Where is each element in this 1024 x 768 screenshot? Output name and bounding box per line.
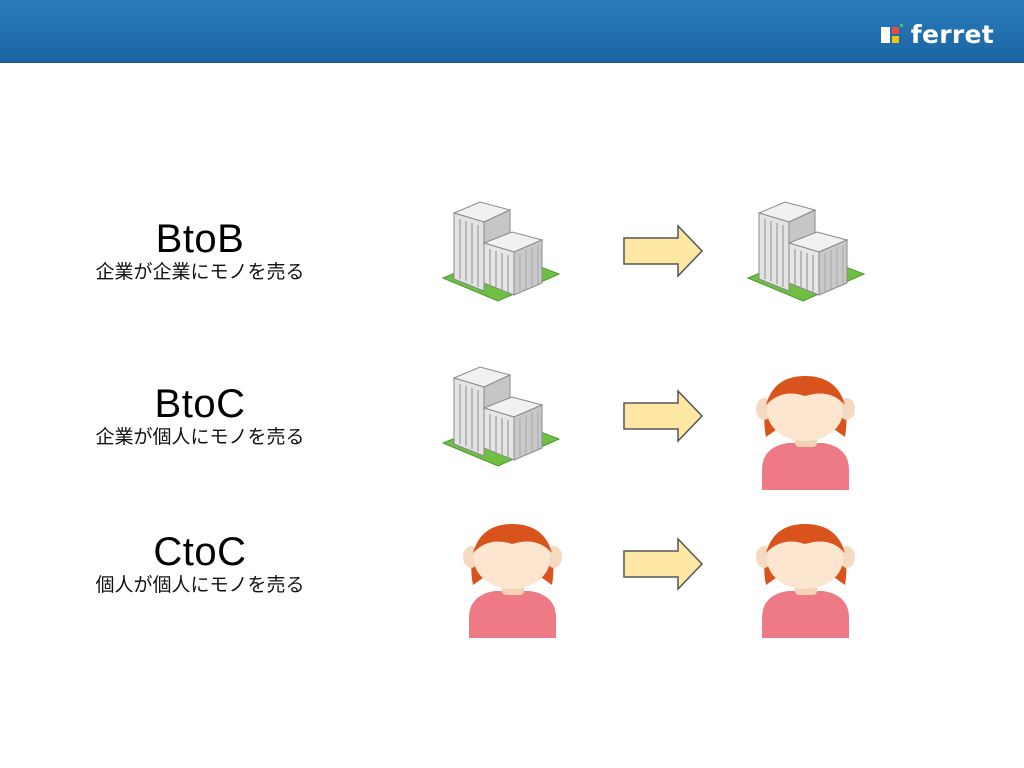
- model-title: CtoC: [153, 530, 247, 574]
- model-row-ctoc: CtoC 個人が個人にモノを売る: [0, 503, 1024, 653]
- arrow-right-icon: [622, 224, 704, 278]
- ferret-logo: ferret: [880, 20, 994, 50]
- logo-text: ferret: [910, 20, 994, 49]
- building-icon: [440, 360, 562, 472]
- person-icon: [748, 515, 863, 640]
- person-icon: [455, 515, 570, 640]
- model-description: 企業が企業にモノを売る: [95, 261, 305, 283]
- person-icon: [748, 367, 863, 492]
- model-title: BtoB: [155, 217, 245, 261]
- model-label-block: BtoB 企業が企業にモノを売る: [50, 218, 350, 284]
- ferret-logo-icon: [880, 24, 903, 43]
- header-bar: ferret: [0, 0, 1024, 63]
- building-icon: [745, 195, 867, 307]
- model-label-block: CtoC 個人が個人にモノを売る: [50, 531, 350, 597]
- model-description: 企業が個人にモノを売る: [95, 426, 305, 448]
- building-icon: [440, 195, 562, 307]
- arrow-right-icon: [622, 537, 704, 591]
- arrow-right-icon: [622, 389, 704, 443]
- model-description: 個人が個人にモノを売る: [95, 574, 305, 596]
- model-title: BtoC: [154, 382, 246, 426]
- model-row-btoc: BtoC 企業が個人にモノを売る: [0, 355, 1024, 505]
- model-label-block: BtoC 企業が個人にモノを売る: [50, 383, 350, 449]
- model-row-btob: BtoB 企業が企業にモノを売る: [0, 190, 1024, 340]
